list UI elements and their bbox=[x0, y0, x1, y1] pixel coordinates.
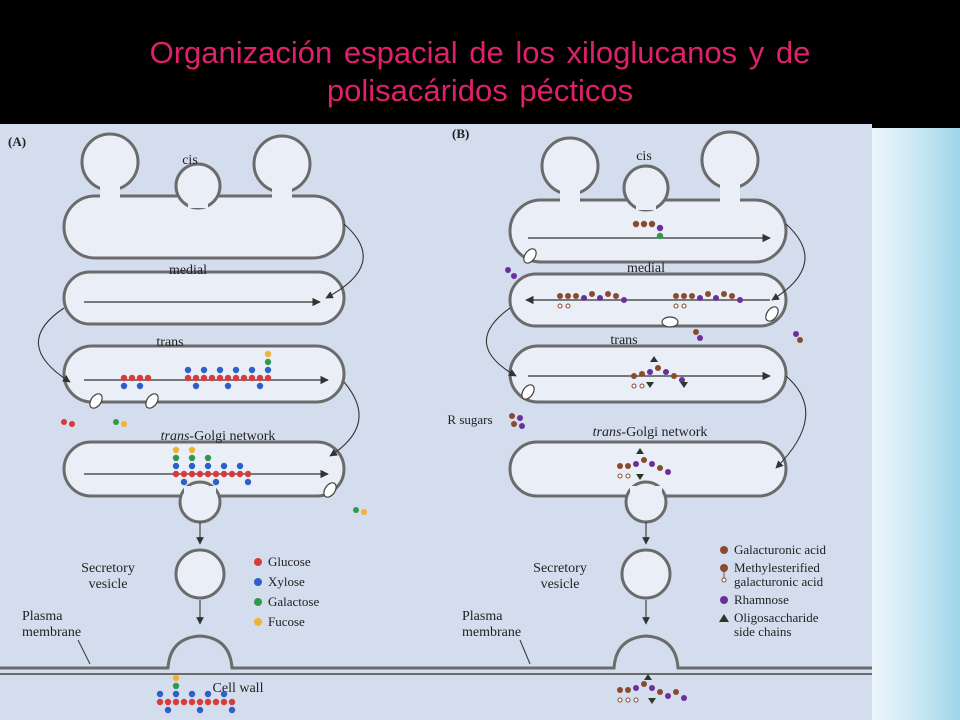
panel-a-medial-cisterna: medial bbox=[62, 263, 346, 326]
panel-b-vesicle-label-1: Secretory bbox=[533, 561, 587, 576]
slide-title: Organización espacial de los xiloglucano… bbox=[0, 34, 960, 110]
panel-a-vesicle-label-2: vesicle bbox=[89, 577, 128, 592]
legend-a-xylose: Xylose bbox=[268, 574, 305, 589]
panel-b-pm-label-1: Plasma bbox=[462, 609, 503, 624]
panel-b-pm-label-2: membrane bbox=[462, 625, 521, 640]
panel-b-tag: (B) bbox=[452, 126, 469, 141]
panel-b-cis-chain bbox=[632, 220, 664, 240]
panel-b-trans-label: trans bbox=[610, 333, 637, 348]
panel-a-trans-label: trans bbox=[156, 335, 183, 350]
panel-a: (A) cis medial trans bbox=[0, 132, 440, 714]
panel-a-pm-label-1: Plasma bbox=[22, 609, 63, 624]
panel-b-trans-cisterna: trans bbox=[508, 333, 788, 404]
golgi-diagram: (A) cis medial trans bbox=[0, 124, 872, 720]
panel-a-legend: Glucose Xylose Galactose Fucose bbox=[254, 554, 319, 629]
panel-b-cis-label: cis bbox=[636, 149, 652, 164]
legend-a-glucose: Glucose bbox=[268, 554, 311, 569]
panel-b: (B) cis medial bbox=[440, 126, 872, 704]
panel-a-pm-label-2: membrane bbox=[22, 625, 81, 640]
panel-a-cell-wall-label: Cell wall bbox=[213, 681, 264, 696]
panel-b-medial-chain-1 bbox=[557, 291, 627, 309]
panel-b-trans-chain bbox=[631, 356, 688, 389]
legend-a-fucose: Fucose bbox=[268, 614, 305, 629]
panel-b-medial-cisterna: medial bbox=[508, 261, 803, 343]
panel-a-vesicle-label-1: Secretory bbox=[81, 561, 135, 576]
legend-b-galacturonic: Galacturonic acid bbox=[734, 542, 827, 557]
legend-b-rhamnose: Rhamnose bbox=[734, 592, 789, 607]
legend-a-galactose: Galactose bbox=[268, 594, 319, 609]
panel-a-cis-label: cis bbox=[182, 153, 198, 168]
panel-b-tgn-label: trans-Golgi network bbox=[593, 425, 708, 440]
title-line-2: polisacáridos pécticos bbox=[326, 73, 634, 108]
panel-b-tgn-chain bbox=[617, 448, 671, 480]
legend-b-methylesterified-2: galacturonic acid bbox=[734, 574, 824, 589]
panel-b-medial-label: medial bbox=[627, 261, 665, 276]
r-sugars-label: R sugars bbox=[447, 412, 492, 427]
panel-a-medial-label: medial bbox=[169, 263, 207, 278]
legend-b-oligosaccharide-1: Oligosaccharide bbox=[734, 610, 819, 625]
legend-b-methylesterified-1: Methylesterified bbox=[734, 560, 820, 575]
panel-a-wall-chain bbox=[156, 674, 236, 714]
panel-b-wall-chain bbox=[617, 674, 687, 704]
panel-a-tgn: trans-Golgi network bbox=[62, 429, 367, 524]
panel-a-trans-cisterna: trans bbox=[61, 335, 346, 427]
title-line-1: Organización espacial de los xiloglucano… bbox=[149, 35, 811, 70]
panel-a-plasma-membrane: Plasma membrane Cell wall bbox=[0, 609, 440, 714]
panel-b-medial-chain-2 bbox=[673, 291, 743, 309]
panel-b-tgn: trans-Golgi network bbox=[508, 425, 788, 524]
panel-a-tgn-label: trans-Golgi network bbox=[161, 429, 276, 444]
panel-a-tgn-chain bbox=[172, 446, 252, 486]
panel-b-r-sugars: R sugars bbox=[447, 412, 525, 429]
panel-b-vesicle-label-2: vesicle bbox=[541, 577, 580, 592]
panel-b-cis-cisterna: cis bbox=[505, 130, 788, 279]
panel-b-legend: Galacturonic acid Methylesterified galac… bbox=[719, 542, 827, 639]
panel-a-secretory-vesicle: Secretory vesicle bbox=[81, 548, 226, 625]
legend-b-oligosaccharide-2: side chains bbox=[734, 624, 791, 639]
diagram-svg: (A) cis medial trans bbox=[0, 126, 872, 714]
panel-b-secretory-vesicle: Secretory vesicle bbox=[533, 548, 672, 625]
panel-a-trans-chain bbox=[120, 350, 272, 390]
panel-a-cis-cisterna: cis bbox=[62, 132, 346, 260]
panel-b-plasma-membrane: Plasma membrane bbox=[440, 609, 872, 704]
panel-a-tag: (A) bbox=[8, 134, 26, 149]
decorative-gradient bbox=[872, 128, 960, 720]
